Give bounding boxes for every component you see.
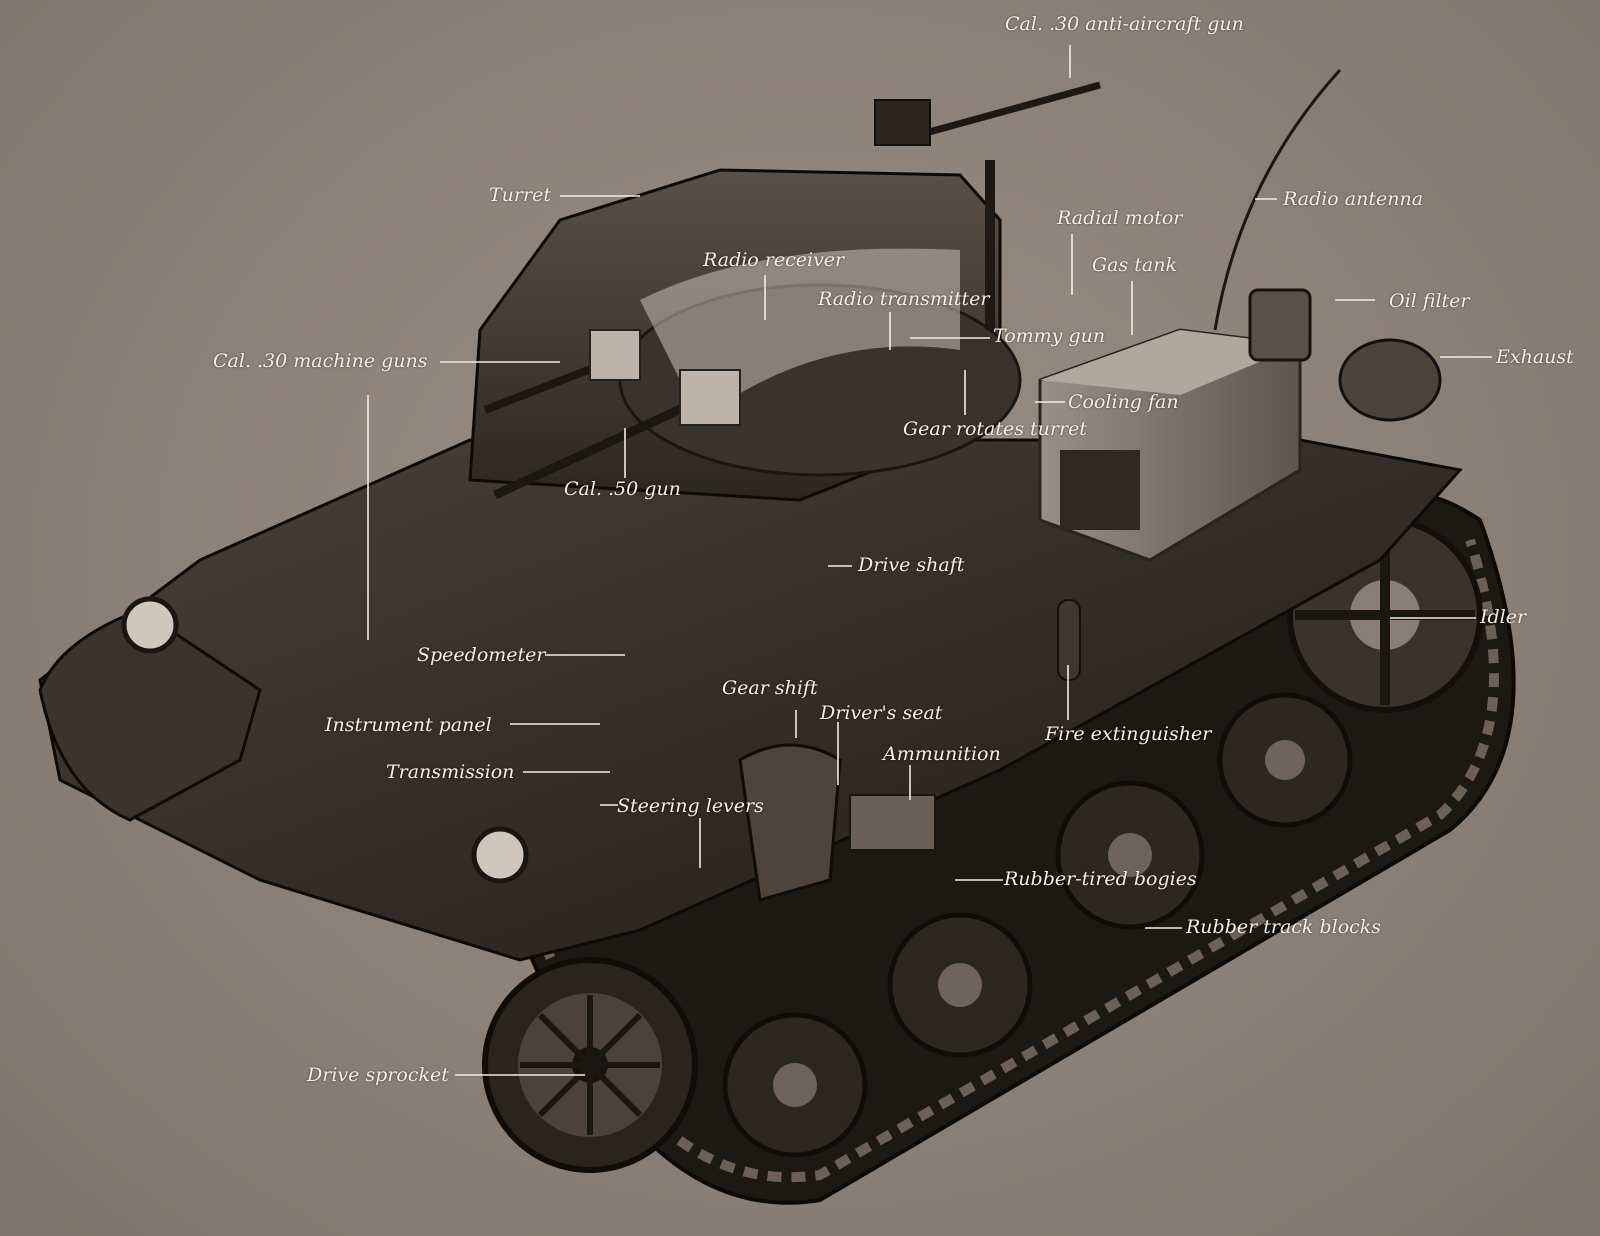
engine-compartment — [1038, 328, 1302, 562]
turret-body — [468, 168, 1022, 502]
label-turret: Turret — [489, 184, 551, 206]
label-tommy-gun: Tommy gun — [993, 325, 1106, 347]
label-aa-gun: Cal. .30 anti-aircraft gun — [1005, 13, 1244, 35]
label-radial-motor: Radial motor — [1057, 207, 1183, 229]
hull-body — [38, 438, 1463, 962]
label-rubber-tired-bogies: Rubber-tired bogies — [1004, 868, 1197, 890]
headlight-left — [121, 596, 179, 654]
label-instrument-panel: Instrument panel — [325, 714, 492, 736]
label-transmission: Transmission — [386, 761, 515, 783]
label-fire-extinguisher: Fire extinguisher — [1045, 723, 1212, 745]
gun-barrels — [483, 329, 741, 500]
label-machine-guns: Cal. .30 machine guns — [213, 350, 428, 372]
label-idler: Idler — [1480, 606, 1527, 628]
fire-extinguisher-bottle — [1057, 599, 1081, 681]
label-radio-antenna: Radio antenna — [1283, 188, 1424, 210]
label-oil-filter: Oil filter — [1389, 290, 1470, 312]
leader-lines — [367, 45, 1492, 1076]
label-rubber-track-blocks: Rubber track blocks — [1186, 916, 1382, 938]
drive-sprocket-wheel — [482, 957, 698, 1173]
label-drive-sprocket: Drive sprocket — [307, 1064, 449, 1086]
label-speedometer: Speedometer — [417, 644, 546, 666]
label-cal50-gun: Cal. .50 gun — [564, 478, 681, 500]
ammunition-box — [849, 794, 936, 851]
headlight-right — [471, 826, 529, 884]
label-ammunition: Ammunition — [883, 743, 1001, 765]
drivers-seat-shape — [738, 743, 842, 902]
label-cooling-fan: Cooling fan — [1068, 391, 1179, 413]
label-drive-shaft: Drive shaft — [858, 554, 965, 576]
label-drivers-seat: Driver's seat — [820, 702, 943, 724]
label-radio-receiver: Radio receiver — [703, 249, 845, 271]
oil-filter-can — [1248, 288, 1312, 362]
label-gear-shift: Gear shift — [722, 677, 818, 699]
label-radio-transmitter: Radio transmitter — [818, 288, 990, 310]
exhaust-muffler — [1338, 338, 1442, 422]
label-steering-levers: Steering levers — [617, 795, 764, 817]
aa-gun-mount — [874, 81, 1101, 330]
radio-antenna-whip — [1213, 68, 1342, 331]
label-exhaust: Exhaust — [1496, 346, 1574, 368]
label-gas-tank: Gas tank — [1092, 254, 1178, 276]
label-gear-rotates-turret: Gear rotates turret — [903, 418, 1087, 440]
bogie-wheels — [722, 692, 1353, 1158]
